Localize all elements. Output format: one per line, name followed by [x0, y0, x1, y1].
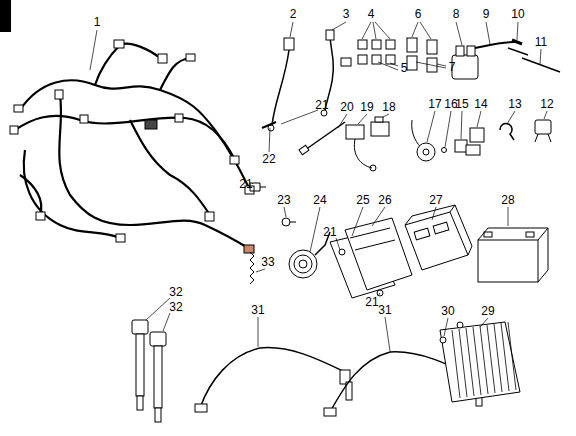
callout-number: 31 — [251, 304, 264, 316]
callout-number: 18 — [382, 101, 395, 113]
callout-number: 21 — [365, 296, 378, 308]
cooling-fin — [494, 324, 502, 392]
callout-number: 12 — [540, 98, 553, 110]
callout-number: 15 — [455, 98, 468, 110]
callout-number: 1 — [94, 16, 101, 28]
callout-number: 26 — [378, 194, 391, 206]
callout-number: 32 — [169, 301, 182, 313]
callout-number: 25 — [356, 194, 369, 206]
cooling-fin — [466, 328, 474, 396]
callout-number: 6 — [415, 8, 422, 20]
callout-number: 21 — [239, 178, 252, 190]
callout-number: 23 — [277, 194, 290, 206]
callout-number: 3 — [343, 8, 350, 20]
harness-connectors — [10, 40, 254, 253]
callout-number: 17 — [428, 98, 441, 110]
callout-number: 5 — [401, 62, 408, 74]
callout-number: 7 — [449, 61, 456, 73]
callout-number: 20 — [340, 101, 353, 113]
cooling-fin — [487, 325, 495, 393]
callout-number: 28 — [501, 194, 514, 206]
cooling-fin — [480, 326, 488, 394]
cooling-fin — [452, 330, 460, 398]
callout-number: 30 — [441, 305, 454, 317]
callout-number: 4 — [368, 8, 375, 20]
callout-number: 22 — [262, 153, 275, 165]
corner-bar — [0, 0, 11, 32]
callout-number: 21 — [315, 99, 328, 111]
callout-number: 11 — [535, 36, 547, 48]
callout-number: 10 — [511, 8, 524, 20]
callout-number: 2 — [290, 8, 297, 20]
callout-number: 27 — [429, 194, 442, 206]
callout-number: 31 — [378, 304, 391, 316]
cooling-fin — [459, 329, 467, 397]
leader-lines — [90, 22, 547, 351]
callout-number: 14 — [474, 98, 487, 110]
cooling-fin — [508, 322, 516, 390]
callout-number: 19 — [360, 101, 373, 113]
callout-number: 13 — [508, 98, 521, 110]
callout-number: 32 — [169, 286, 182, 298]
callout-number: 29 — [481, 305, 494, 317]
wiring-harness — [15, 44, 250, 248]
callout-number: 33 — [261, 256, 274, 268]
callout-number: 21 — [323, 226, 336, 238]
callout-number: 24 — [313, 194, 326, 206]
cooling-fin — [473, 327, 481, 395]
callout-number: 9 — [483, 8, 490, 20]
callout-number: 8 — [453, 8, 460, 20]
cooling-fin — [501, 323, 509, 391]
